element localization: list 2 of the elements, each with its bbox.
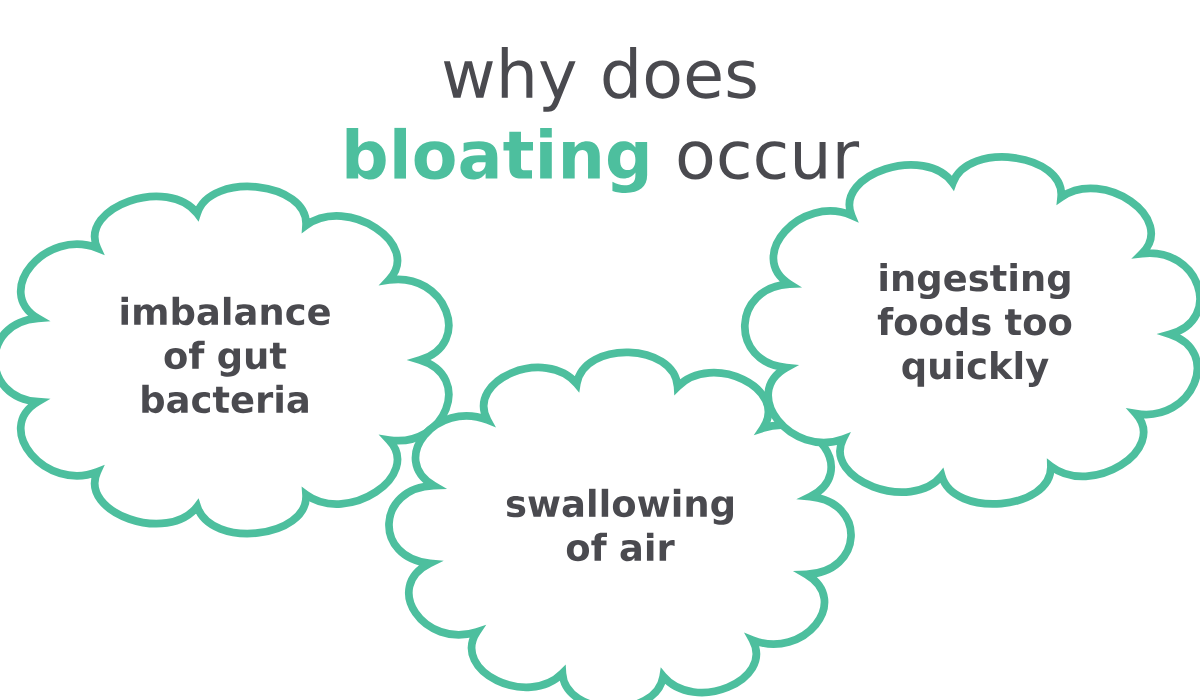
node-label: ingesting foods too quickly <box>877 263 1072 387</box>
node-label: swallowing of air <box>506 488 733 562</box>
